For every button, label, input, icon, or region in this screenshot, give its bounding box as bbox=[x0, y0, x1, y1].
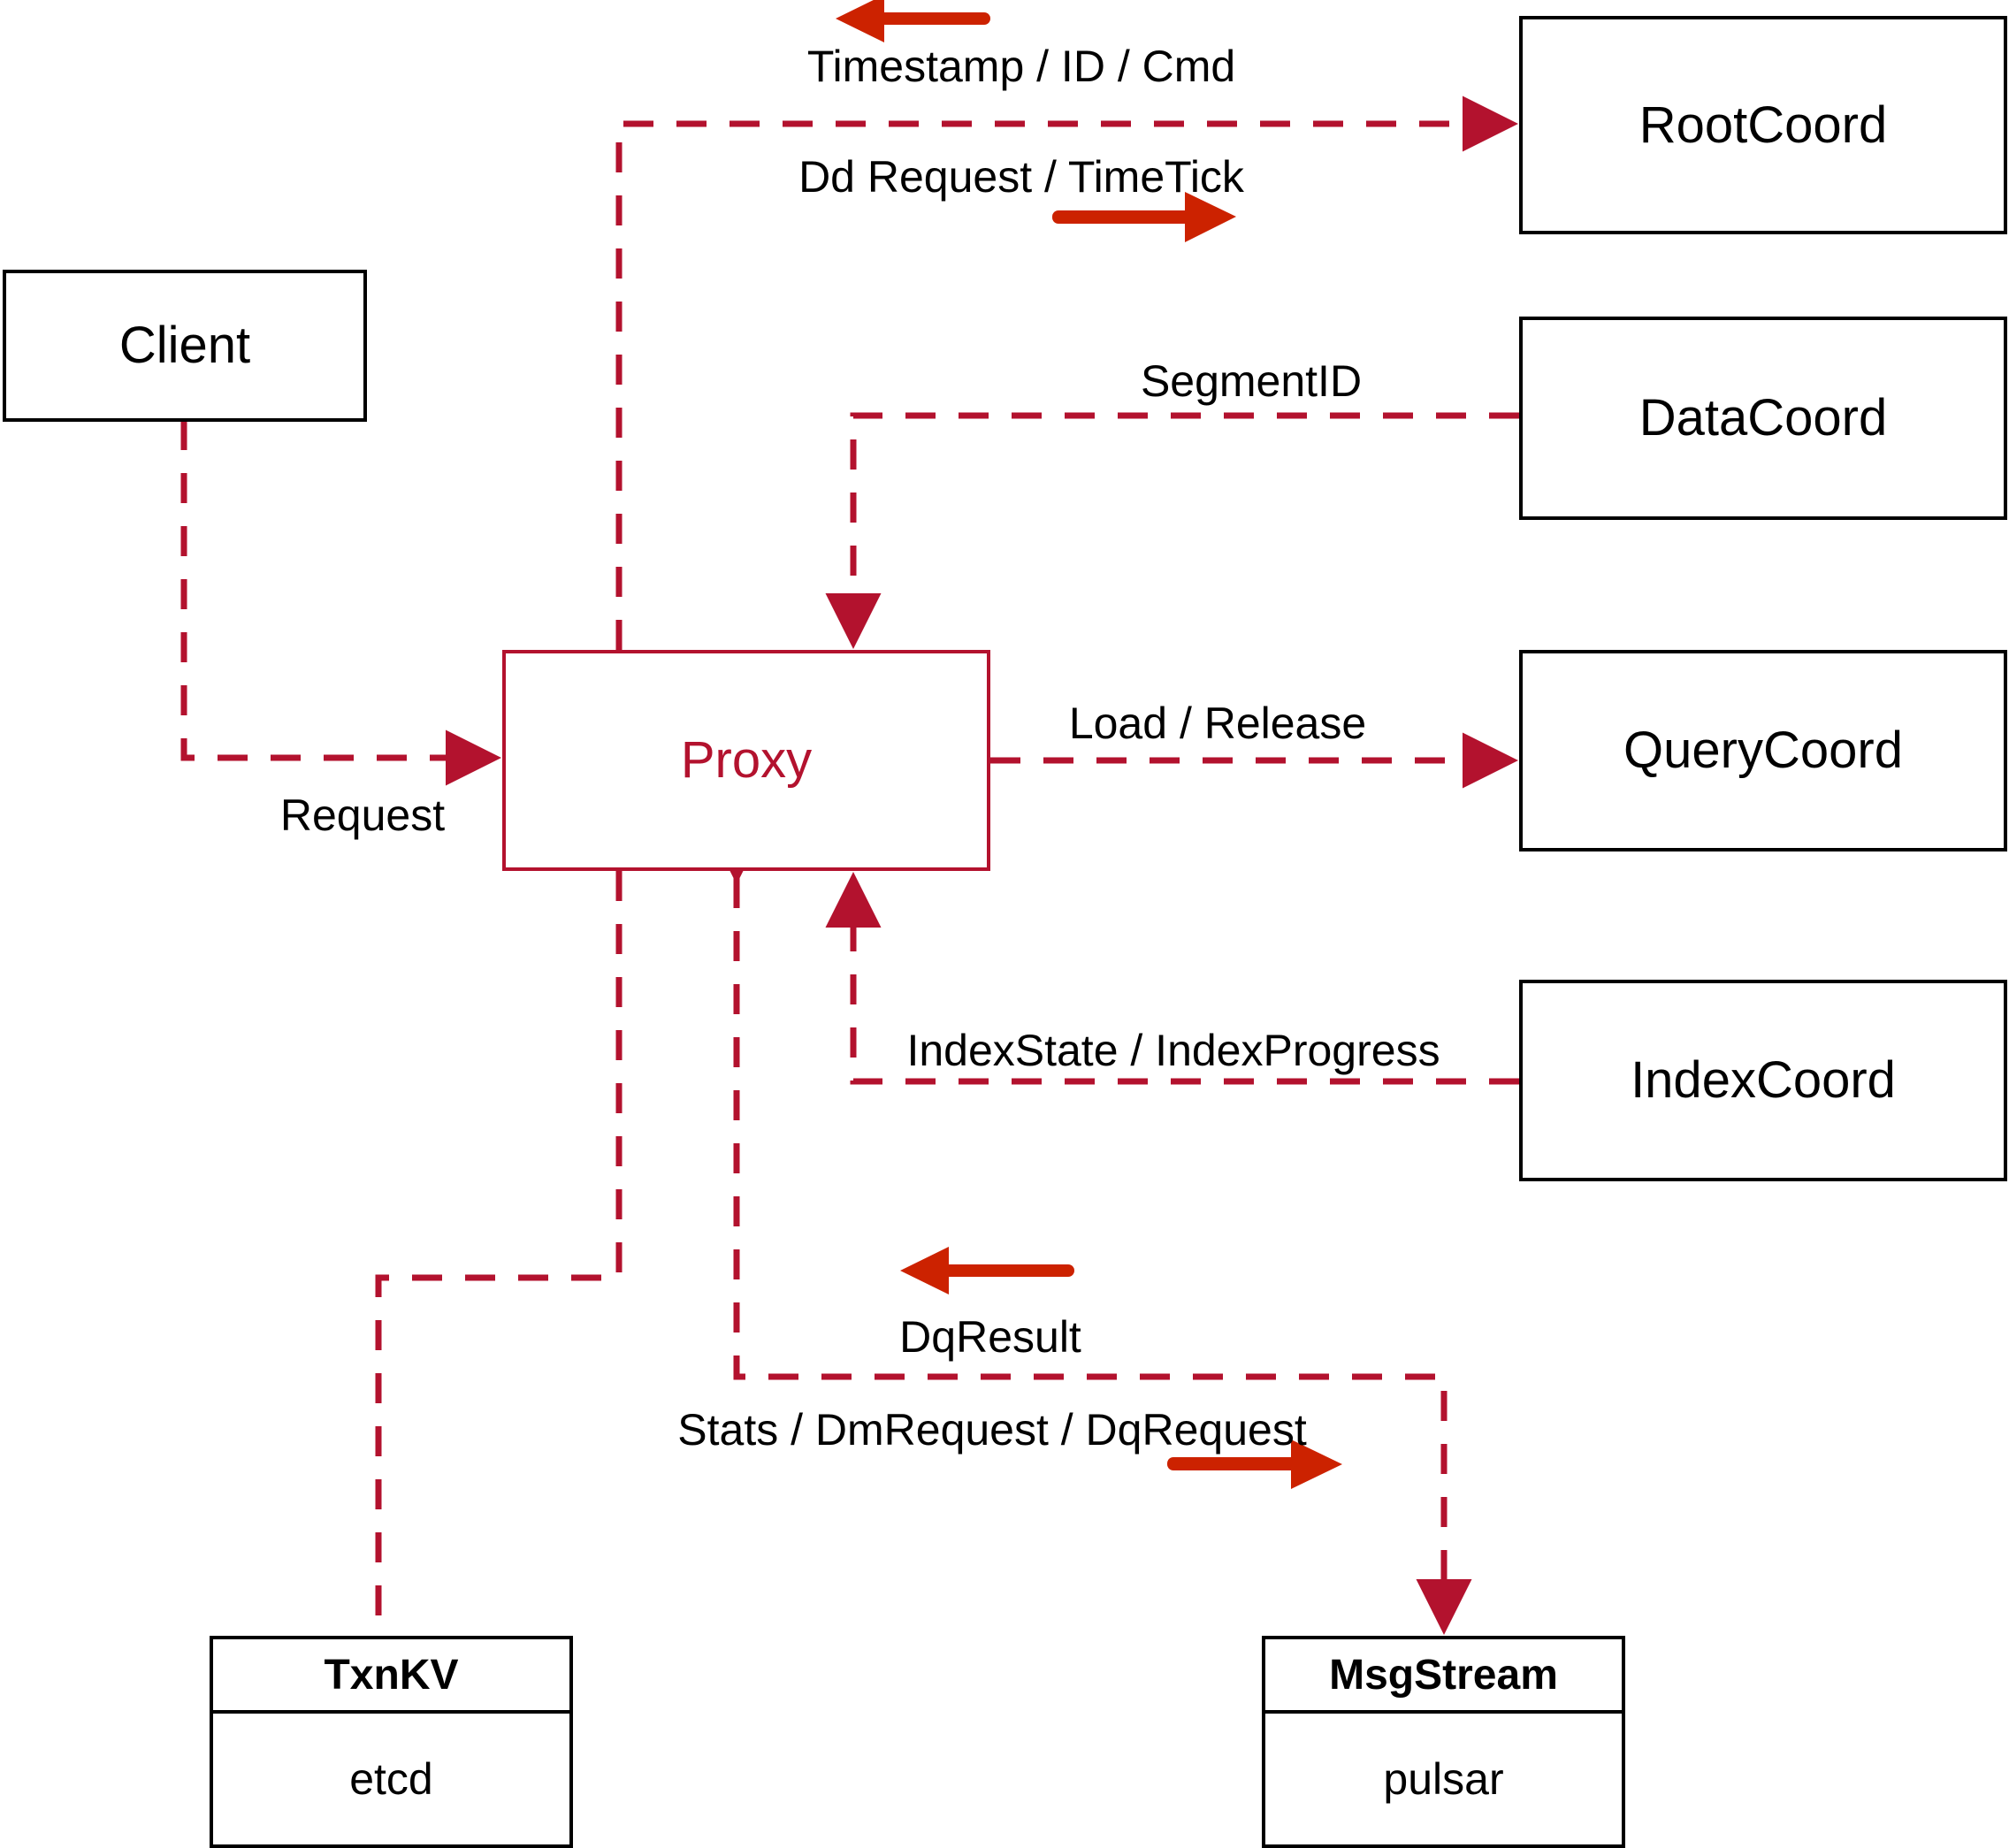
arrow-dqresult-left bbox=[900, 1247, 1074, 1294]
edge-label-dq-result: DqResult bbox=[899, 1312, 1081, 1362]
edge-client-to-proxy bbox=[180, 420, 501, 786]
store-msgstream-impl: pulsar bbox=[1383, 1754, 1504, 1804]
edge-label-timestamp-id-cmd: Timestamp / ID / Cmd bbox=[806, 42, 1236, 91]
store-msgstream-title: MsgStream bbox=[1329, 1651, 1558, 1699]
store-txnkv[interactable]: TxnKV etcd bbox=[210, 1636, 573, 1848]
edge-label-segment-id: SegmentID bbox=[1140, 356, 1363, 406]
edge-proxy-to-rootcoord bbox=[615, 95, 1518, 650]
node-indexcoord[interactable]: IndexCoord bbox=[1519, 980, 2007, 1181]
store-txnkv-header: TxnKV bbox=[213, 1639, 569, 1714]
node-indexcoord-label: IndexCoord bbox=[1631, 1051, 1896, 1110]
edge-label-index-state-progress: IndexState / IndexProgress bbox=[906, 1026, 1440, 1075]
node-querycoord-label: QueryCoord bbox=[1623, 722, 1903, 780]
store-txnkv-impl: etcd bbox=[349, 1754, 433, 1804]
edge-label-request: Request bbox=[279, 790, 446, 840]
edge-proxy-msgstream bbox=[708, 829, 1472, 1635]
edge-label-stats-dm-dq-request: Stats / DmRequest / DqRequest bbox=[677, 1405, 1307, 1455]
arrow-timestamp-left bbox=[836, 0, 990, 42]
store-msgstream[interactable]: MsgStream pulsar bbox=[1262, 1636, 1625, 1848]
edge-label-load-release: Load / Release bbox=[1068, 699, 1367, 748]
node-proxy-label: Proxy bbox=[680, 731, 813, 790]
store-txnkv-title: TxnKV bbox=[324, 1651, 459, 1699]
node-rootcoord[interactable]: RootCoord bbox=[1519, 16, 2007, 234]
edge-datacoord-to-proxy bbox=[825, 412, 1519, 649]
node-rootcoord-label: RootCoord bbox=[1639, 95, 1888, 154]
node-client[interactable]: Client bbox=[3, 270, 367, 422]
node-client-label: Client bbox=[118, 317, 251, 375]
node-datacoord[interactable]: DataCoord bbox=[1519, 317, 2007, 520]
store-msgstream-header: MsgStream bbox=[1265, 1639, 1622, 1714]
store-txnkv-body: etcd bbox=[213, 1714, 569, 1844]
edge-label-dd-request-timetick: Dd Request / TimeTick bbox=[798, 152, 1244, 202]
store-msgstream-body: pulsar bbox=[1265, 1714, 1622, 1844]
node-datacoord-label: DataCoord bbox=[1639, 389, 1888, 447]
node-querycoord[interactable]: QueryCoord bbox=[1519, 650, 2007, 851]
node-proxy[interactable]: Proxy bbox=[502, 650, 990, 871]
edge-proxy-to-txnkv bbox=[375, 871, 623, 1636]
